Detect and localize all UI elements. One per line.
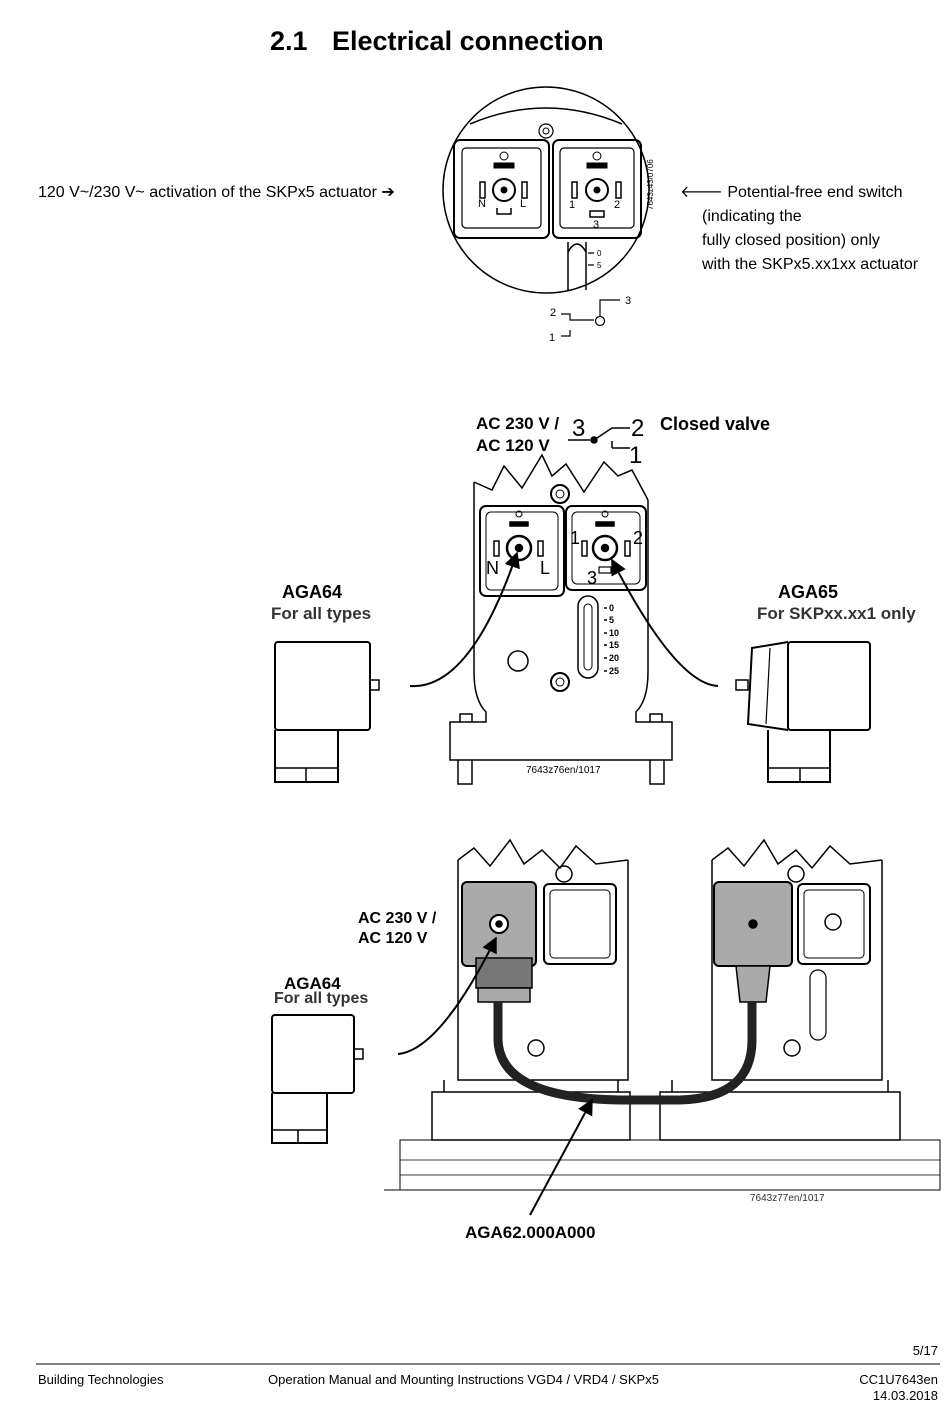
actuator-activation-label: 120 V~/230 V~ activation of the SKPx5 ac… bbox=[38, 184, 395, 201]
section-title: Electrical connection bbox=[332, 26, 604, 56]
fig2-aga64-connector bbox=[274, 641, 380, 783]
fig3-supply-line2: AC 120 V bbox=[358, 930, 428, 947]
fig2-aga64-desc: For all types bbox=[271, 604, 372, 623]
fig3-aga64-connector bbox=[271, 1014, 364, 1144]
fig2-scale-0: 0 bbox=[609, 603, 614, 613]
fig2-scale-25: 25 bbox=[609, 666, 619, 676]
fig2-stroke-scale: 0 5 10 15 20 25 bbox=[604, 603, 619, 676]
fig2-aga65-connector bbox=[735, 641, 871, 783]
fig2-socket-2: 2 bbox=[633, 528, 643, 548]
fig2-switch-2: 2 bbox=[631, 415, 644, 442]
footer-doc-code: CC1U7643en bbox=[859, 1372, 938, 1387]
end-switch-label-line4: with the SKPx5.xx1xx actuator bbox=[702, 256, 919, 273]
fig3-pointer-arrows bbox=[397, 936, 593, 1216]
fig1-socket-2: 2 bbox=[614, 199, 620, 211]
fig3-aga64-desc: For all types bbox=[274, 990, 369, 1007]
fig2-pointer-arrows bbox=[409, 551, 719, 688]
fig1-scale-5: 5 bbox=[597, 261, 602, 270]
fig2-scale-10: 10 bbox=[609, 628, 619, 638]
fig3-aga64-name: AGA64 bbox=[284, 974, 341, 993]
fig2-supply-line1: AC 230 V / bbox=[476, 414, 560, 433]
fig1-end-switch-symbol bbox=[561, 299, 620, 337]
fig3-image-id: 7643z77en/1017 bbox=[750, 1193, 825, 1204]
fig1-switch-2: 2 bbox=[550, 307, 556, 319]
footer-doc-title: Operation Manual and Mounting Instructio… bbox=[268, 1372, 659, 1387]
page-number: 5/17 bbox=[912, 1343, 938, 1358]
end-switch-label-line1: 🡐 Potential-free end switch bbox=[680, 184, 903, 201]
fig2-actuator-body bbox=[449, 453, 673, 785]
cable-label: AGA62.000A000 bbox=[465, 1223, 596, 1242]
fig2-aga65-desc: For SKPxx.xx1 only bbox=[757, 604, 916, 623]
fig2-supply-line2: AC 120 V bbox=[476, 436, 550, 455]
fig3-actuator-pair bbox=[384, 838, 941, 1191]
fig1-switch-3: 3 bbox=[625, 295, 631, 307]
fig2-scale-20: 20 bbox=[609, 653, 619, 663]
fig1-image-id: 7643z43/0706 bbox=[646, 159, 655, 210]
closed-valve-label: Closed valve bbox=[660, 414, 771, 434]
fig2-scale-5: 5 bbox=[609, 615, 614, 625]
fig1-socket-3: 3 bbox=[593, 219, 599, 231]
fig1-switch-1: 1 bbox=[549, 332, 555, 344]
footer-company: Building Technologies bbox=[38, 1372, 164, 1387]
fig2-image-id: 7643z76en/1017 bbox=[526, 765, 601, 776]
fig2-aga64-name: AGA64 bbox=[282, 582, 343, 602]
end-switch-label-line3: fully closed position) only bbox=[702, 232, 880, 249]
fig2-switch-3: 3 bbox=[572, 415, 585, 442]
fig2-socket-n: N bbox=[486, 558, 499, 578]
fig2-switch-symbol bbox=[568, 427, 630, 449]
fig2-switch-1: 1 bbox=[629, 442, 642, 469]
fig2-scale-15: 15 bbox=[609, 640, 619, 650]
fig2-aga65-name: AGA65 bbox=[778, 582, 839, 602]
fig1-socket-1: 1 bbox=[569, 199, 575, 211]
fig1-socket-l: L bbox=[520, 198, 526, 210]
footer-date: 14.03.2018 bbox=[872, 1388, 938, 1403]
end-switch-label-line2: (indicating the bbox=[702, 208, 802, 225]
fig2-socket-l: L bbox=[540, 558, 550, 578]
section-heading: 2.1 Electrical connection bbox=[270, 26, 604, 57]
fig2-socket-1: 1 bbox=[570, 528, 580, 548]
fig1-scale-0: 0 bbox=[597, 249, 602, 258]
fig1-detail-circle bbox=[442, 86, 650, 294]
section-number: 2.1 bbox=[270, 26, 308, 56]
fig2-socket-3: 3 bbox=[587, 568, 597, 588]
fig3-supply-line1: AC 230 V / bbox=[358, 910, 437, 927]
fig1-socket-n: N bbox=[478, 198, 486, 210]
